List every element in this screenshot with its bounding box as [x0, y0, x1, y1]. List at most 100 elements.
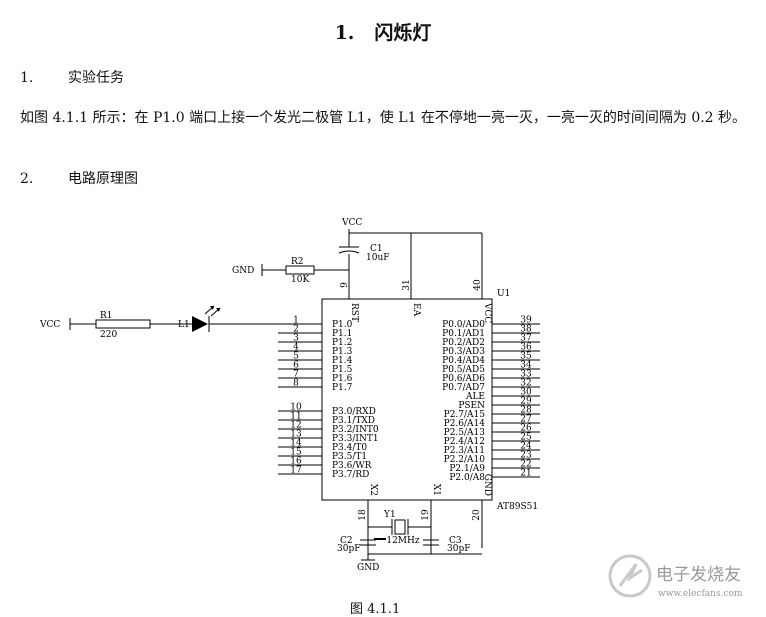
- pin-label: P1.5: [332, 365, 353, 375]
- pin-number: 1: [293, 316, 299, 326]
- pin-number: 6: [293, 361, 299, 371]
- c2-ref: C2: [340, 536, 353, 546]
- pin-number: 27: [520, 415, 532, 425]
- pin-label: X2: [368, 484, 378, 496]
- y1-ref: Y1: [383, 510, 396, 520]
- pin-label: P0.0/AD0: [442, 320, 485, 330]
- pin-number: 23: [520, 451, 532, 461]
- pin-label: VCC: [482, 302, 492, 323]
- y1-value: 12MHz: [386, 536, 420, 546]
- section-title: 实验任务: [68, 70, 124, 86]
- pin-number: 40: [473, 279, 483, 291]
- pin-number: 29: [520, 397, 532, 407]
- pin-label: P3.6/WR: [332, 461, 372, 471]
- pin-label: PSEN: [458, 401, 485, 411]
- r2-ref: R2: [291, 257, 304, 267]
- pin-number: 4: [293, 343, 299, 353]
- pin-label: P2.6/A14: [444, 419, 486, 429]
- c1-plate-bottom: [338, 250, 360, 254]
- pin-label: ALE: [465, 392, 485, 402]
- pin-label: P3.1/TXD: [332, 416, 375, 426]
- pin-label: P3.4/T0: [332, 443, 367, 453]
- pin-label: P1.6: [332, 374, 353, 384]
- pin-label: P2.1/A9: [449, 464, 485, 474]
- led-arrow-1: [210, 306, 214, 310]
- pin-label: P2.0/A8: [449, 473, 485, 483]
- pin-number: 21: [520, 469, 531, 479]
- pin-number: 22: [520, 460, 531, 470]
- pin-number: 13: [290, 430, 302, 440]
- pin-label: X1: [431, 484, 441, 496]
- c3-ref: C3: [449, 536, 462, 546]
- r1-value: 220: [100, 330, 117, 340]
- pin-label: P2.2/A10: [444, 455, 486, 465]
- page-title: 1. 闪烁灯: [0, 18, 766, 45]
- pin-number: 14: [290, 439, 302, 449]
- section-heading-1: 1.实验任务: [20, 67, 124, 89]
- pin-number: 31: [402, 279, 412, 290]
- y1-crystal: [394, 519, 406, 535]
- pin-number: 25: [520, 433, 532, 443]
- pin-label: P3.3/INT1: [332, 434, 379, 444]
- figure-caption: 图 4.1.1: [350, 602, 401, 617]
- task-description: 如图 4.1.1 所示：在 P1.0 端口上接一个发光二极管 L1，使 L1 在…: [20, 110, 747, 126]
- pin-number: 9: [340, 282, 350, 288]
- pin-number: 35: [520, 352, 532, 362]
- watermark-url: www.elecfans.com: [658, 589, 743, 599]
- pin-number: 30: [520, 388, 532, 398]
- section-title: 电路原理图: [68, 171, 138, 187]
- pin-number: 37: [520, 334, 532, 344]
- pin-label: RST: [349, 303, 359, 322]
- c2-value: 30pF: [337, 544, 360, 554]
- title-number: 1.: [334, 22, 355, 44]
- chip-name: AT89S51: [496, 502, 538, 512]
- gnd-label-left: GND: [232, 266, 254, 276]
- led-arrow-2: [216, 308, 220, 312]
- c3-value: 30pF: [447, 544, 470, 554]
- pin-label: P1.2: [332, 338, 352, 348]
- pin-number: 32: [520, 379, 531, 389]
- pin-number: 11: [290, 412, 301, 422]
- pin-label: P0.5/AD5: [442, 365, 485, 375]
- vcc-top-label: VCC: [341, 218, 362, 228]
- title-text: 闪烁灯: [374, 22, 432, 44]
- pin-label: GND: [482, 474, 492, 496]
- led-ref: L1: [178, 320, 190, 330]
- pin-number: 19: [421, 509, 431, 521]
- pin-label: P3.5/T1: [332, 452, 367, 462]
- pin-number: 5: [293, 352, 299, 362]
- pin-number: 38: [520, 325, 532, 335]
- pin-label: P2.5/A13: [444, 428, 486, 438]
- pin-label: P3.7/RD: [332, 470, 369, 480]
- pin-number: 34: [520, 361, 532, 371]
- pin-number: 7: [293, 370, 299, 380]
- pin-label: P2.3/A11: [444, 446, 485, 456]
- pin-number: 17: [290, 466, 302, 476]
- pin-number: 10: [290, 403, 302, 413]
- pin-label: P2.4/A12: [444, 437, 485, 447]
- pin-label: P3.2/INT0: [332, 425, 379, 435]
- pin-label: P1.7: [332, 383, 353, 393]
- pin-label: EA: [411, 303, 421, 317]
- pin-label: P0.1/AD1: [442, 329, 485, 339]
- r2-resistor: [285, 265, 315, 275]
- pin-number: 3: [293, 334, 299, 344]
- pin-label: P2.7/A15: [444, 410, 486, 420]
- pin-number: 26: [520, 424, 532, 434]
- watermark-text: 电子发烧友: [656, 565, 741, 585]
- pin-number: 24: [520, 442, 532, 452]
- pin-number: 20: [472, 509, 482, 521]
- r1-ref: R1: [100, 311, 113, 321]
- pin-label: P0.3/AD3: [442, 347, 485, 357]
- pin-label: P0.2/AD2: [442, 338, 485, 348]
- r1-resistor: [95, 319, 151, 329]
- pin-label: P1.1: [332, 329, 352, 339]
- pin-number: 18: [358, 509, 368, 521]
- pin-label: P1.3: [332, 347, 353, 357]
- led-icon: [192, 316, 208, 332]
- pin-number: 2: [293, 325, 299, 335]
- pin-number: 16: [290, 457, 302, 467]
- pin-label: P3.0/RXD: [332, 407, 376, 417]
